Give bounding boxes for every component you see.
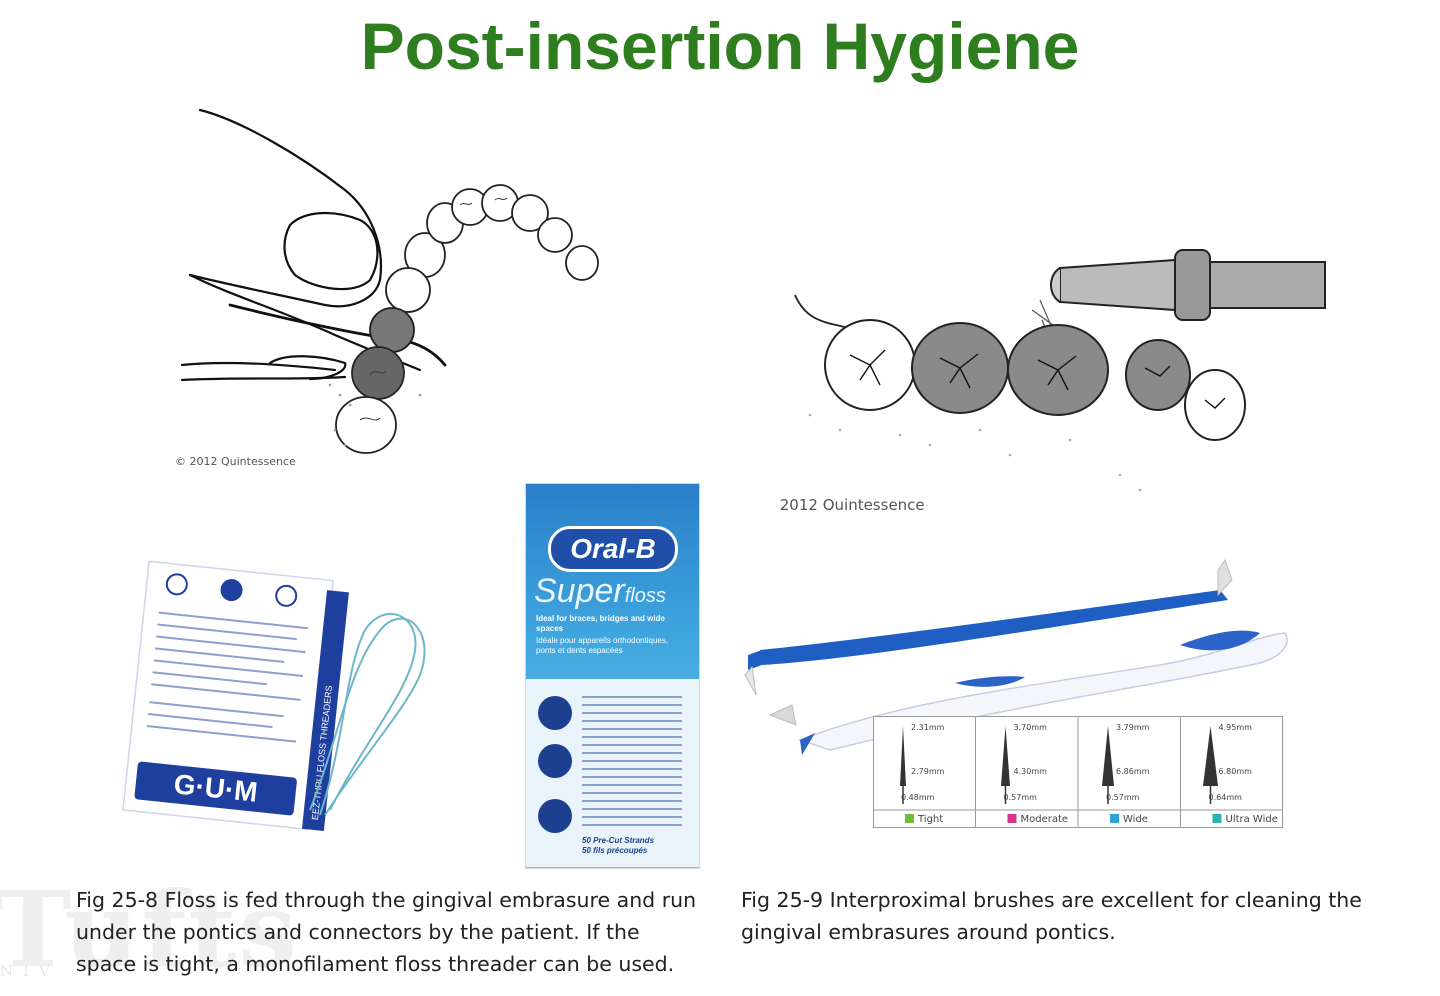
- slide-title: Post-insertion Hygiene: [360, 9, 1080, 83]
- gum-floss-threader-packet: G·U·M EEZ-THRU FLOSS THREADERS: [122, 560, 426, 832]
- oralb-logo: Oral-B: [548, 526, 678, 572]
- brush-size-top-value: 3.70mm: [1014, 723, 1048, 732]
- fig-right-caption-line2: gingival embrasures around pontics.: [741, 920, 1116, 944]
- brush-size-swatch: [1212, 814, 1222, 823]
- brush-size-label: Tight: [917, 814, 943, 825]
- brush-size-diagram: [1203, 726, 1218, 786]
- brush-size-mid-value: 6.86mm: [1116, 767, 1150, 776]
- superfloss-word-super: Super: [534, 572, 625, 610]
- brush-size-diagram: [1102, 726, 1114, 786]
- brush-size-top-value: 4.95mm: [1219, 723, 1253, 732]
- interproximal-brush-illustration: © 2012 Quintessence: [780, 249, 1326, 510]
- fig-right-caption: Fig 25-9 Interproximal brushes are excel…: [741, 884, 1421, 948]
- brush-size-label: Moderate: [1021, 814, 1069, 825]
- brush-size-top-value: 2.31mm: [911, 723, 945, 732]
- brush-size-bot-value: 0.48mm: [901, 793, 935, 802]
- brush-size-swatch: [1007, 814, 1017, 823]
- brush-size-mid-value: 4.30mm: [1014, 767, 1048, 776]
- fig-left-caption-line1: Fig 25-8 Floss is fed through the gingiv…: [76, 888, 697, 912]
- oralb-superfloss-box: Oral-B Superfloss Ideal for braces, brid…: [525, 483, 700, 869]
- brush-size-bot-value: 0.64mm: [1209, 793, 1243, 802]
- brush-size-mid-value: 6.80mm: [1219, 767, 1253, 776]
- floss-threading-illustration: © 2012 Quintessence: [175, 108, 599, 468]
- brush-size-swatch: [905, 814, 914, 823]
- superfloss-tagline: Ideal for braces, bridges and wide space…: [536, 614, 665, 633]
- superfloss-tagline-fr: Idéale pour appareils orthodontiques, po…: [536, 636, 669, 655]
- superfloss-wordmark: Superfloss: [534, 572, 666, 611]
- brush-size-swatch: [1110, 814, 1119, 823]
- brush-size-label: Ultra Wide: [1226, 814, 1278, 825]
- brush-size-diagram: [900, 726, 906, 786]
- fig-right-copyright: © 2012 Quintessence: [780, 496, 925, 510]
- superfloss-word-floss: floss: [624, 585, 666, 607]
- fig-left-caption-line3: space is tight, a monofilament floss thr…: [76, 952, 675, 976]
- tufts-watermark: Tufts: [0, 868, 299, 991]
- brush-size-label: Wide: [1123, 814, 1148, 825]
- brush-size-top-value: 3.79mm: [1116, 723, 1150, 732]
- superfloss-strands: 50 Pre-Cut Strands 50 fils précoupés: [582, 836, 692, 856]
- bridge-icon: [538, 744, 572, 778]
- brush-size-mid-value: 2.79mm: [911, 767, 945, 776]
- strands-fr: 50 fils précoupés: [582, 846, 648, 855]
- fig-left-copyright: © 2012 Quintessence: [175, 455, 296, 468]
- superfloss-info-text: [582, 696, 682, 826]
- brush-size-bot-value: 0.57mm: [1106, 793, 1140, 802]
- fig-left-caption: Fig 25-8 Floss is fed through the gingiv…: [76, 884, 736, 980]
- fig-right-caption-line1: Fig 25-9 Interproximal brushes are excel…: [741, 888, 1362, 912]
- tufts-watermark-subtext: NIV: [0, 962, 60, 980]
- braces-icon: [538, 696, 572, 730]
- strands-en: 50 Pre-Cut Strands: [582, 836, 655, 845]
- fig-left-caption-line2: under the pontics and connectors by the …: [76, 920, 640, 944]
- brush-size-bot-value: 0.57mm: [1004, 793, 1038, 802]
- wide-space-icon: [538, 799, 572, 833]
- brush-size-diagram: [1001, 726, 1010, 786]
